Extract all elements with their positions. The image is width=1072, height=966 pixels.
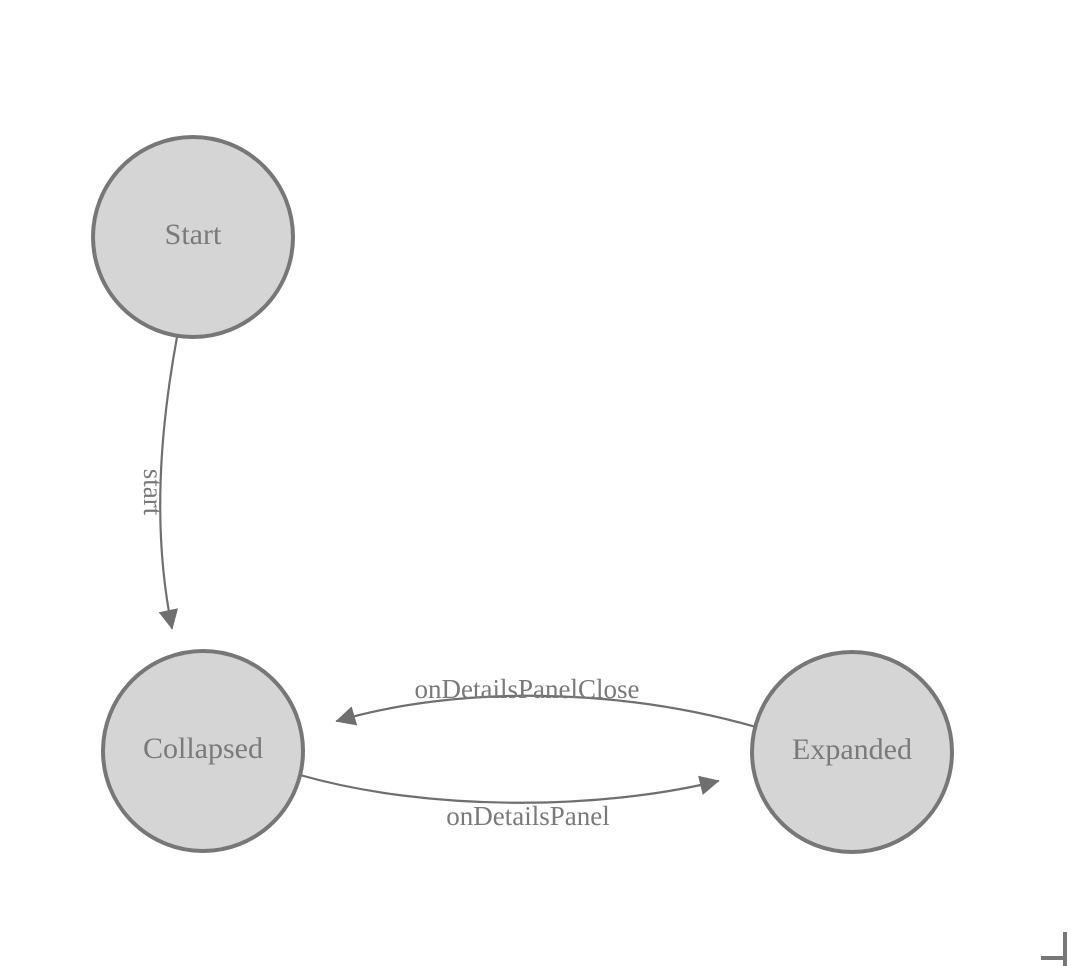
node-shape-expanded [750,650,954,854]
node-expanded[interactable]: Expanded [750,650,954,854]
node-collapsed[interactable]: Collapsed [101,649,305,853]
frame-corner [1041,932,1067,966]
edge-label-on-details-panel-close: onDetailsPanelClose [415,674,640,704]
edge-collapsed-to-expanded[interactable]: onDetailsPanel [298,773,720,831]
node-label-collapsed: Collapsed [143,732,263,765]
node-shape-start [91,135,295,339]
edge-expanded-to-collapsed[interactable]: onDetailsPanelClose [335,674,758,729]
edge-path-collapsed-to-expanded [298,773,720,804]
edge-start-to-collapsed[interactable]: start [138,335,179,630]
node-shape-collapsed [101,649,305,853]
edges-layer: start onDetailsPanelClose onDetailsPanel [138,335,758,831]
node-label-start: Start [165,218,222,251]
edge-label-on-details-panel: onDetailsPanel [446,801,609,831]
node-start[interactable]: Start [91,135,295,339]
node-label-expanded: Expanded [792,733,912,766]
edge-path-expanded-to-collapsed [335,694,758,729]
nodes-layer: Start Collapsed Expanded [91,135,954,854]
edge-path-start-to-collapsed [158,335,179,630]
edge-label-start: start [138,469,168,516]
